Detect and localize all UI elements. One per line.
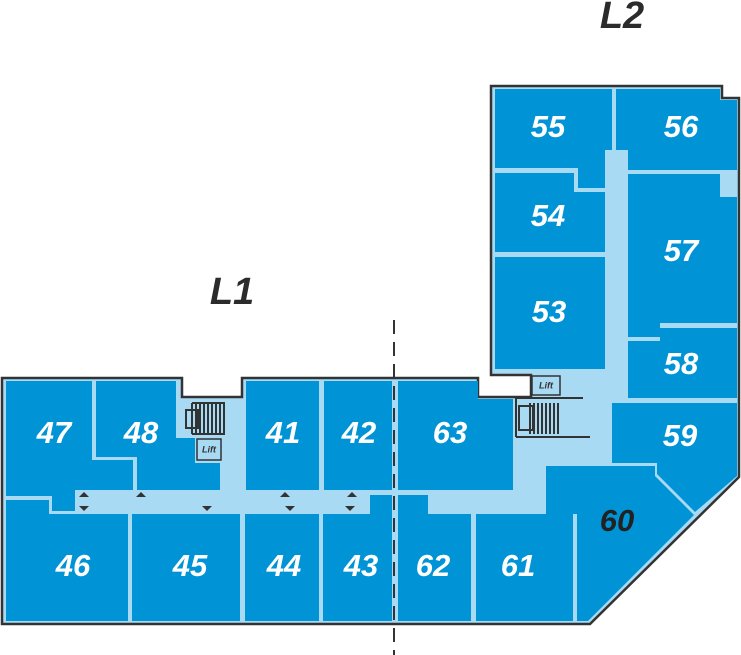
room-label-41: 41 <box>265 415 300 450</box>
stairs-icon <box>515 397 590 438</box>
stairs-icon <box>185 402 225 435</box>
room-57[interactable] <box>628 174 737 337</box>
arrow-up-icon <box>79 492 89 497</box>
level-label-l1: L1 <box>210 271 254 313</box>
room-58[interactable] <box>628 328 737 398</box>
room-43[interactable] <box>323 495 392 621</box>
room-45[interactable] <box>132 514 240 621</box>
room-46[interactable] <box>6 500 128 621</box>
arrow-down-icon <box>345 506 355 511</box>
room-62[interactable] <box>398 495 471 621</box>
room-47[interactable] <box>6 381 133 511</box>
room-label-63: 63 <box>433 415 467 450</box>
room-42[interactable] <box>324 381 392 490</box>
room-54[interactable] <box>495 173 605 252</box>
room-56[interactable] <box>616 89 737 170</box>
room-label-54: 54 <box>531 198 565 233</box>
arrow-down-icon <box>79 506 89 511</box>
room-63[interactable] <box>398 381 513 490</box>
arrow-down-icon <box>285 506 295 511</box>
room-label-45: 45 <box>172 548 208 583</box>
room-48[interactable] <box>96 381 220 490</box>
room-label-58: 58 <box>664 346 699 381</box>
room-label-60: 60 <box>600 503 634 538</box>
room-label-53: 53 <box>532 294 566 329</box>
room-label-57: 57 <box>664 233 700 268</box>
room-41[interactable] <box>246 381 319 490</box>
arrow-up-icon <box>280 492 290 497</box>
level-label-l2: L2 <box>600 0 644 37</box>
corridor-arrows <box>79 492 357 511</box>
room-label-59: 59 <box>663 418 698 453</box>
arrow-up-icon <box>136 492 146 497</box>
room-label-46: 46 <box>55 548 91 583</box>
room-60[interactable] <box>546 466 694 621</box>
room-label-61: 61 <box>501 548 535 583</box>
room-55[interactable] <box>495 89 612 188</box>
room-label-47: 47 <box>36 415 73 450</box>
arrow-up-icon <box>347 492 357 497</box>
room-label-43: 43 <box>343 548 378 583</box>
lift-icon: Lift <box>531 375 561 396</box>
room-59[interactable] <box>612 403 737 512</box>
room-label-42: 42 <box>341 415 376 450</box>
room-53[interactable] <box>495 257 605 369</box>
room-label-48: 48 <box>123 415 159 450</box>
lift-label: Lift <box>202 444 217 454</box>
arrow-down-icon <box>202 506 212 511</box>
room-61[interactable] <box>476 514 573 621</box>
room-label-62: 62 <box>416 548 450 583</box>
room-label-55: 55 <box>531 109 566 144</box>
room-label-44: 44 <box>266 548 301 583</box>
lift-label: Lift <box>539 380 554 390</box>
room-label-56: 56 <box>664 109 699 144</box>
room-44[interactable] <box>245 514 319 621</box>
lift-icon: Lift <box>196 438 222 461</box>
